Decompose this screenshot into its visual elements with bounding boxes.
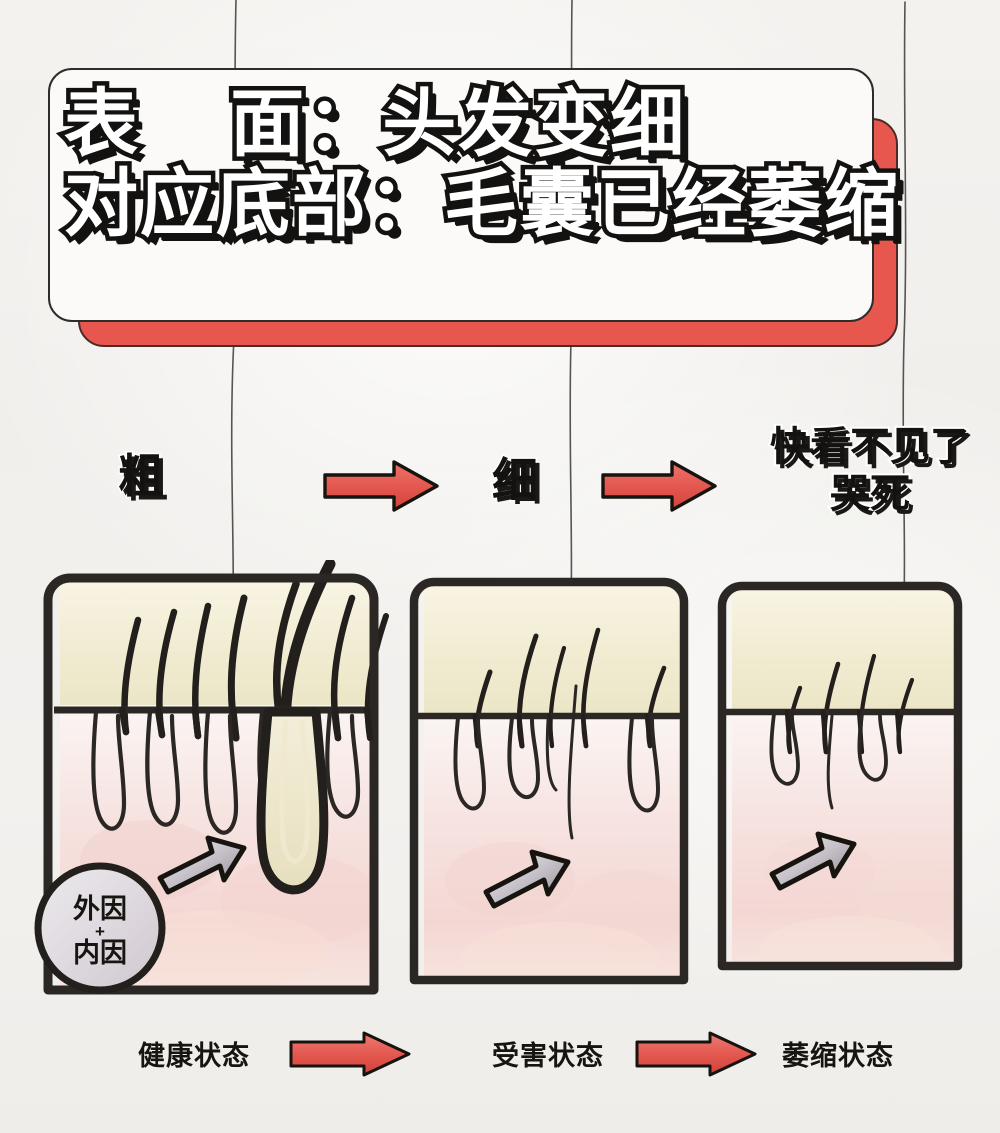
title-card: 表 面：头发变细 对应底部：毛囊已经萎缩 — [48, 68, 903, 322]
title-line-1: 表 面：头发变细 — [60, 79, 689, 168]
cause-badge: 外因 + 内因 — [34, 862, 166, 994]
shout-label: 快看不见了 哭死 — [750, 423, 990, 518]
caption-atrophied: 萎缩状态 — [782, 1041, 894, 1071]
caption-damaged: 受害状态 — [492, 1041, 604, 1071]
red-arrow-icon-1 — [323, 460, 439, 512]
title-line-2: 对应底部：毛囊已经萎缩 — [60, 159, 903, 248]
label-thick: 粗 — [117, 449, 166, 504]
panel-outline-atrophied — [717, 581, 963, 971]
red-arrow-icon-3 — [289, 1031, 411, 1077]
caption-healthy: 健康状态 — [138, 1041, 250, 1071]
red-arrow-icon-4 — [635, 1031, 757, 1077]
skin-panel-healthy: 外因 + 内因 — [34, 558, 389, 995]
thickness-progression-row: 粗 细 快看不见了 哭死 — [0, 418, 1000, 548]
state-caption-row: 健康状态 受害状态 萎缩状态 — [0, 1012, 1000, 1092]
shout-line-1: 快看不见了 — [768, 423, 972, 471]
panel-outline-damaged — [409, 577, 689, 985]
badge-line-1: 外因 — [73, 894, 127, 924]
badge-plus: + — [95, 922, 105, 941]
label-thin: 细 — [491, 453, 540, 508]
healthy-follicle — [256, 707, 329, 895]
gray-arrow-icon-atrophied — [769, 831, 857, 891]
gray-arrow-icon-healthy — [157, 835, 247, 895]
skin-panel-damaged — [409, 577, 689, 985]
gray-arrow-icon-damaged — [483, 849, 571, 909]
badge-line-2: 内因 — [73, 938, 127, 968]
shout-line-2: 哭死 — [828, 470, 912, 518]
title-text-block: 表 面：头发变细 对应底部：毛囊已经萎缩 — [50, 79, 903, 248]
skin-panel-atrophied — [717, 581, 963, 971]
red-arrow-icon-2 — [601, 460, 717, 512]
skin-panels-group: 外因 + 内因 — [0, 558, 1000, 1020]
panel-outline-healthy — [43, 573, 379, 995]
